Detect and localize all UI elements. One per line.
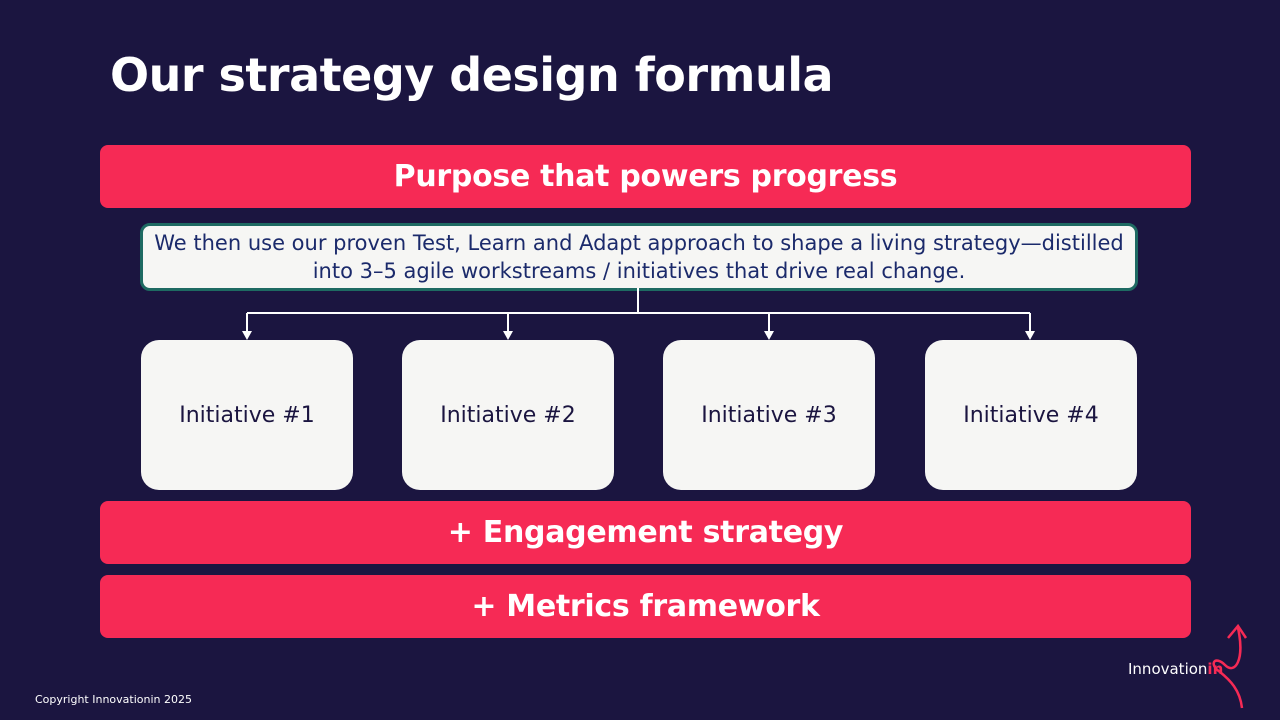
initiative-2: Initiative #2	[402, 340, 614, 490]
copyright: Copyright Innovationin 2025	[35, 693, 193, 706]
purpose-bar: Purpose that powers progress	[100, 145, 1191, 208]
engagement-bar: + Engagement strategy	[100, 501, 1191, 564]
page-title: Our strategy design formula	[110, 48, 834, 102]
logo-arrow-icon	[1212, 623, 1248, 709]
metrics-bar: + Metrics framework	[100, 575, 1191, 638]
initiative-4: Initiative #4	[925, 340, 1137, 490]
initiative-3: Initiative #3	[663, 340, 875, 490]
logo-text: Innovation	[1128, 660, 1208, 678]
initiative-1: Initiative #1	[141, 340, 353, 490]
